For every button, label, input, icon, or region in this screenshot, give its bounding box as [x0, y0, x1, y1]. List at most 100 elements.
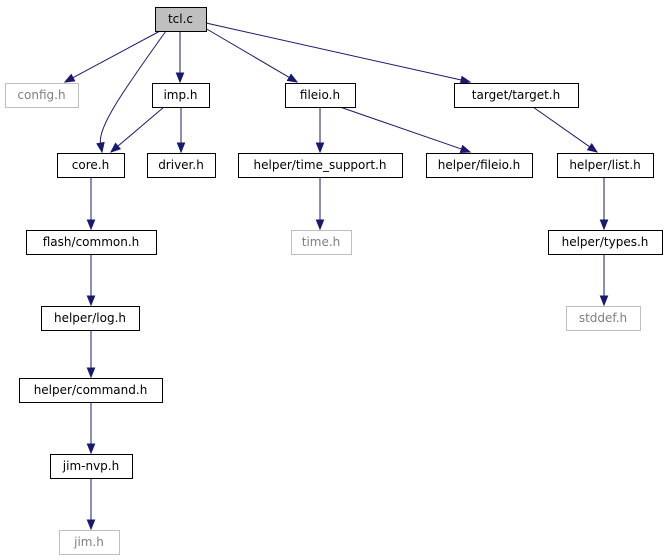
node-label: imp.h	[163, 88, 197, 102]
node-label: helper/command.h	[34, 383, 148, 397]
edge-helper-command-h-to-jim-nvp-h	[86, 402, 96, 455]
node-time-h[interactable]: time.h	[291, 230, 352, 255]
edge-line	[99, 30, 167, 144]
node-helper-types-h[interactable]: helper/types.h	[548, 230, 663, 255]
node-label: jim.h	[73, 535, 104, 549]
edge-line	[532, 106, 590, 148]
node-flash-common-h[interactable]: flash/common.h	[26, 230, 157, 255]
node-helper-command-h[interactable]: helper/command.h	[19, 378, 163, 403]
arrowhead	[86, 295, 96, 307]
node-helper-fileio-h[interactable]: helper/fileio.h	[426, 153, 533, 178]
node-config-h[interactable]: config.h	[5, 83, 79, 108]
node-box	[50, 454, 133, 479]
node-label: jim-nvp.h	[62, 459, 119, 473]
node-box	[57, 153, 125, 178]
node-box	[155, 7, 207, 32]
arrowhead	[175, 72, 185, 84]
edge-line	[205, 22, 462, 81]
node-box	[454, 83, 579, 108]
node-label: helper/types.h	[562, 235, 649, 249]
edge-fileio-h-to-helper-time-support-h	[315, 107, 325, 154]
arrowhead	[599, 295, 609, 307]
node-label: core.h	[72, 158, 109, 172]
node-helper-list-h[interactable]: helper/list.h	[557, 153, 654, 178]
node-box	[238, 153, 403, 178]
node-box	[147, 153, 216, 178]
node-imp-h[interactable]: imp.h	[152, 83, 210, 108]
node-label: helper/time_support.h	[254, 158, 387, 172]
node-driver-h[interactable]: driver.h	[147, 153, 216, 178]
arrowhead	[459, 144, 472, 153]
edge-helper-list-h-to-helper-types-h	[599, 177, 609, 231]
node-target-target-h[interactable]: target/target.h	[454, 83, 579, 108]
node-label: config.h	[17, 88, 65, 102]
arrowhead	[286, 73, 299, 83]
edge-imp-h-to-driver-h	[176, 107, 186, 154]
node-label: fileio.h	[300, 88, 340, 102]
arrowhead	[599, 219, 609, 231]
edge-line	[117, 106, 165, 147]
edge-fileio-h-to-helper-fileio-h	[339, 106, 472, 153]
edge-helper-log-h-to-helper-command-h	[86, 330, 96, 379]
node-label: tcl.c	[168, 12, 193, 26]
node-box	[566, 306, 641, 331]
arrowhead	[96, 141, 105, 154]
node-jim-h[interactable]: jim.h	[59, 530, 120, 555]
node-box	[152, 83, 210, 108]
arrowhead	[315, 219, 325, 231]
arrowhead	[176, 142, 186, 154]
edge-flash-common-h-to-helper-log-h	[86, 254, 96, 307]
edge-line	[339, 106, 462, 150]
node-fileio-h[interactable]: fileio.h	[285, 83, 356, 108]
arrowhead	[86, 367, 96, 379]
node-label: helper/fileio.h	[438, 158, 520, 172]
node-label: driver.h	[158, 158, 204, 172]
edge-imp-h-to-core-h	[109, 106, 165, 153]
arrowhead	[315, 142, 325, 154]
node-helper-time-support-h[interactable]: helper/time_support.h	[238, 153, 403, 178]
node-label: stddef.h	[579, 311, 627, 325]
node-box	[285, 83, 356, 108]
arrowhead	[86, 443, 96, 455]
edge-tcl-c-to-core-h	[96, 30, 167, 154]
edge-tcl-c-to-imp-h	[175, 31, 185, 84]
edge-helper-time-support-h-to-time-h	[315, 177, 325, 231]
edge-tcl-c-to-target-target-h	[205, 22, 472, 85]
edge-tcl-c-to-config-h	[63, 30, 161, 83]
node-box	[19, 378, 163, 403]
node-jim-nvp-h[interactable]: jim-nvp.h	[50, 454, 133, 479]
node-stddef-h[interactable]: stddef.h	[566, 306, 641, 331]
node-box	[59, 530, 120, 555]
nodes-layer: tcl.c config.h imp.h fileio.h target/tar…	[5, 7, 663, 555]
node-label: time.h	[302, 235, 341, 249]
node-label: helper/log.h	[54, 311, 126, 325]
node-box	[5, 83, 79, 108]
edge-line	[204, 27, 290, 78]
arrowhead	[109, 142, 122, 153]
node-box	[41, 306, 140, 331]
edge-core-h-to-flash-common-h	[86, 177, 96, 231]
node-tcl-c[interactable]: tcl.c	[155, 7, 207, 32]
arrowhead	[63, 73, 76, 83]
node-box	[426, 153, 533, 178]
node-helper-log-h[interactable]: helper/log.h	[41, 306, 140, 331]
node-box	[548, 230, 663, 255]
edge-tcl-c-to-fileio-h	[204, 27, 299, 83]
node-box	[291, 230, 352, 255]
arrowhead	[86, 219, 96, 231]
node-label: target/target.h	[472, 88, 560, 102]
edges-layer	[63, 22, 609, 531]
edge-target-target-h-to-helper-list-h	[532, 106, 599, 153]
node-box	[26, 230, 157, 255]
arrowhead	[459, 75, 472, 85]
edge-helper-types-h-to-stddef-h	[599, 254, 609, 307]
edge-jim-nvp-h-to-jim-h	[86, 478, 96, 531]
node-label: flash/common.h	[43, 235, 140, 249]
node-box	[557, 153, 654, 178]
edge-line	[72, 30, 161, 79]
node-label: helper/list.h	[569, 158, 640, 172]
arrowhead	[86, 519, 96, 531]
node-core-h[interactable]: core.h	[57, 153, 125, 178]
